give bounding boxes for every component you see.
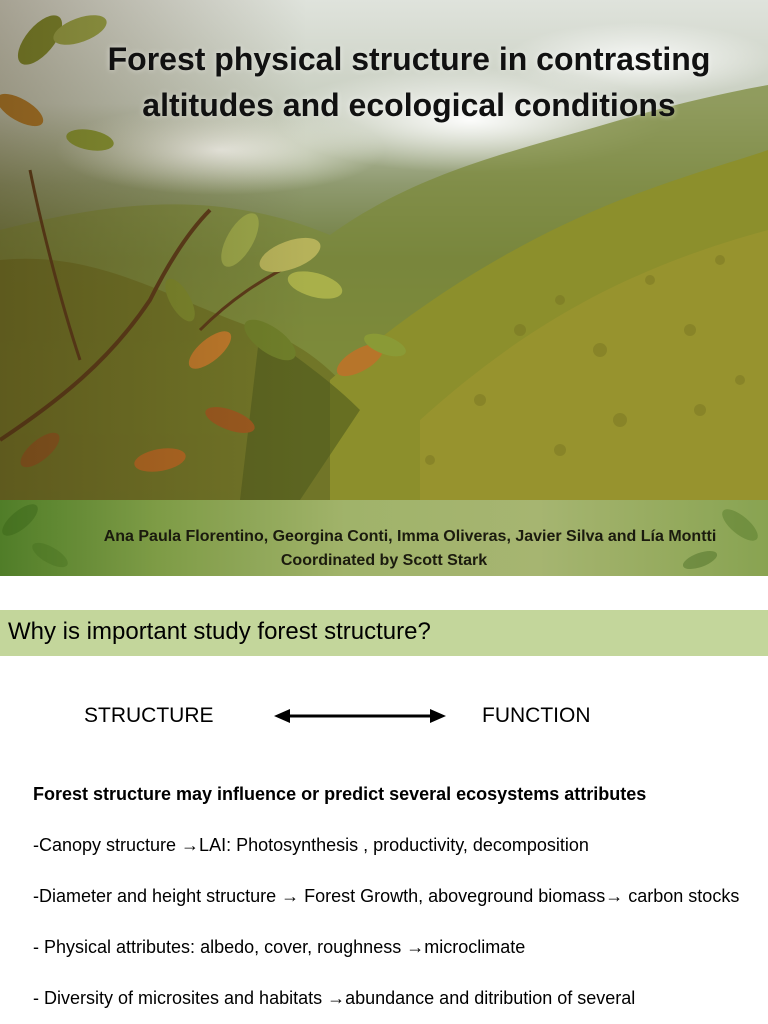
title-line: altitudes and ecological conditions — [142, 87, 676, 123]
bullet-point: - Physical attributes: albedo, cover, ro… — [33, 937, 526, 957]
bullet-point: -Canopy structure →LAI: Photosynthesis ,… — [33, 835, 589, 855]
heading-bar — [0, 610, 768, 656]
slide-title: Forest physical structure in contrasting… — [60, 36, 758, 128]
function-label: FUNCTION — [482, 704, 591, 727]
coordinator-line: Coordinated by Scott Stark — [280, 552, 488, 569]
double-arrow-icon — [274, 709, 446, 723]
slide-body: Forest structure may influence or predic… — [33, 782, 748, 1011]
author-band — [0, 500, 768, 576]
title-line: Forest physical structure in contrasting — [107, 41, 711, 77]
photo-shade — [0, 0, 768, 500]
bullet-point: -Diameter and height structure → Forest … — [33, 886, 740, 906]
lead-statement: Forest structure may influence or predic… — [33, 784, 647, 804]
leaf-texture — [2, 504, 758, 570]
content-slide: Why is important study forest structure?… — [0, 592, 768, 1024]
authors-line: Ana Paula Florentino, Georgina Conti, Im… — [103, 528, 717, 545]
title-slide: Forest physical structure in contrasting… — [0, 0, 768, 576]
author-credits: Ana Paula Florentino, Georgina Conti, Im… — [0, 525, 768, 573]
slide-heading: Why is important study forest structure? — [8, 618, 431, 645]
bullet-point: - Diversity of microsites and habitats →… — [33, 988, 636, 1008]
structure-label: STRUCTURE — [84, 704, 214, 727]
landscape-photo — [0, 15, 768, 576]
